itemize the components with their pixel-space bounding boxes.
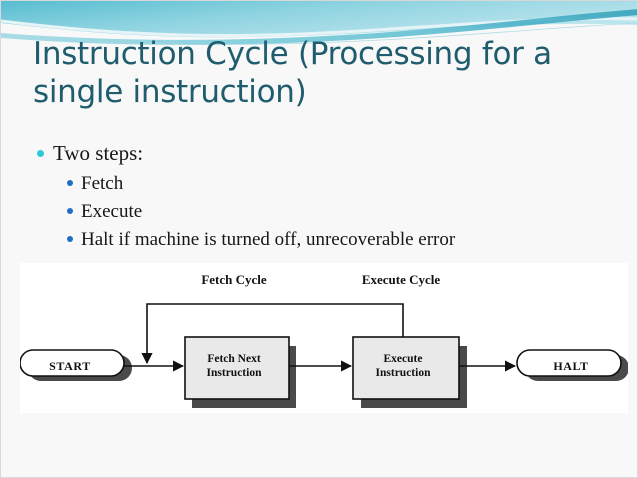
node-start-shape	[20, 349, 125, 377]
list-item: Fetch	[67, 170, 627, 197]
bullet-text: Halt if machine is turned off, unrecover…	[81, 229, 456, 250]
node-halt-shape	[516, 349, 622, 377]
bullet-text: Execute	[81, 201, 143, 222]
list-item: Two steps:	[37, 139, 627, 168]
bullet-dot-icon	[67, 236, 73, 242]
instruction-cycle-diagram: Fetch Cycle Execute Cycle START Fetch Ne…	[20, 263, 628, 413]
bullet-dot-icon	[67, 208, 73, 214]
bullet-text: Fetch	[81, 173, 124, 194]
node-label-fetch-next: Fetch Next Instruction	[206, 353, 262, 379]
phase-label-execute-cycle: Execute Cycle	[361, 272, 441, 287]
node-label-halt: HALT	[553, 359, 589, 373]
node-label-start: START	[49, 359, 91, 373]
bullet-dot-icon	[67, 180, 73, 186]
list-item: Execute	[67, 198, 627, 225]
flowchart-graphics	[20, 263, 628, 413]
bullet-text: Two steps:	[53, 141, 144, 165]
node-execute-instruction-shape	[352, 336, 460, 400]
node-fetch-next-shape	[184, 336, 290, 400]
bullet-dot-icon	[37, 150, 44, 157]
phase-label-fetch-cycle: Fetch Cycle	[201, 272, 267, 287]
node-label-execute-instruction: Execute Instruction	[375, 353, 431, 379]
list-item: Halt if machine is turned off, unrecover…	[67, 226, 627, 253]
bullet-list: Two steps: Fetch Execute Halt if machine…	[37, 139, 627, 254]
edge-feedback-loop	[141, 303, 404, 365]
slide-title: Instruction Cycle (Processing for a sing…	[33, 36, 552, 110]
